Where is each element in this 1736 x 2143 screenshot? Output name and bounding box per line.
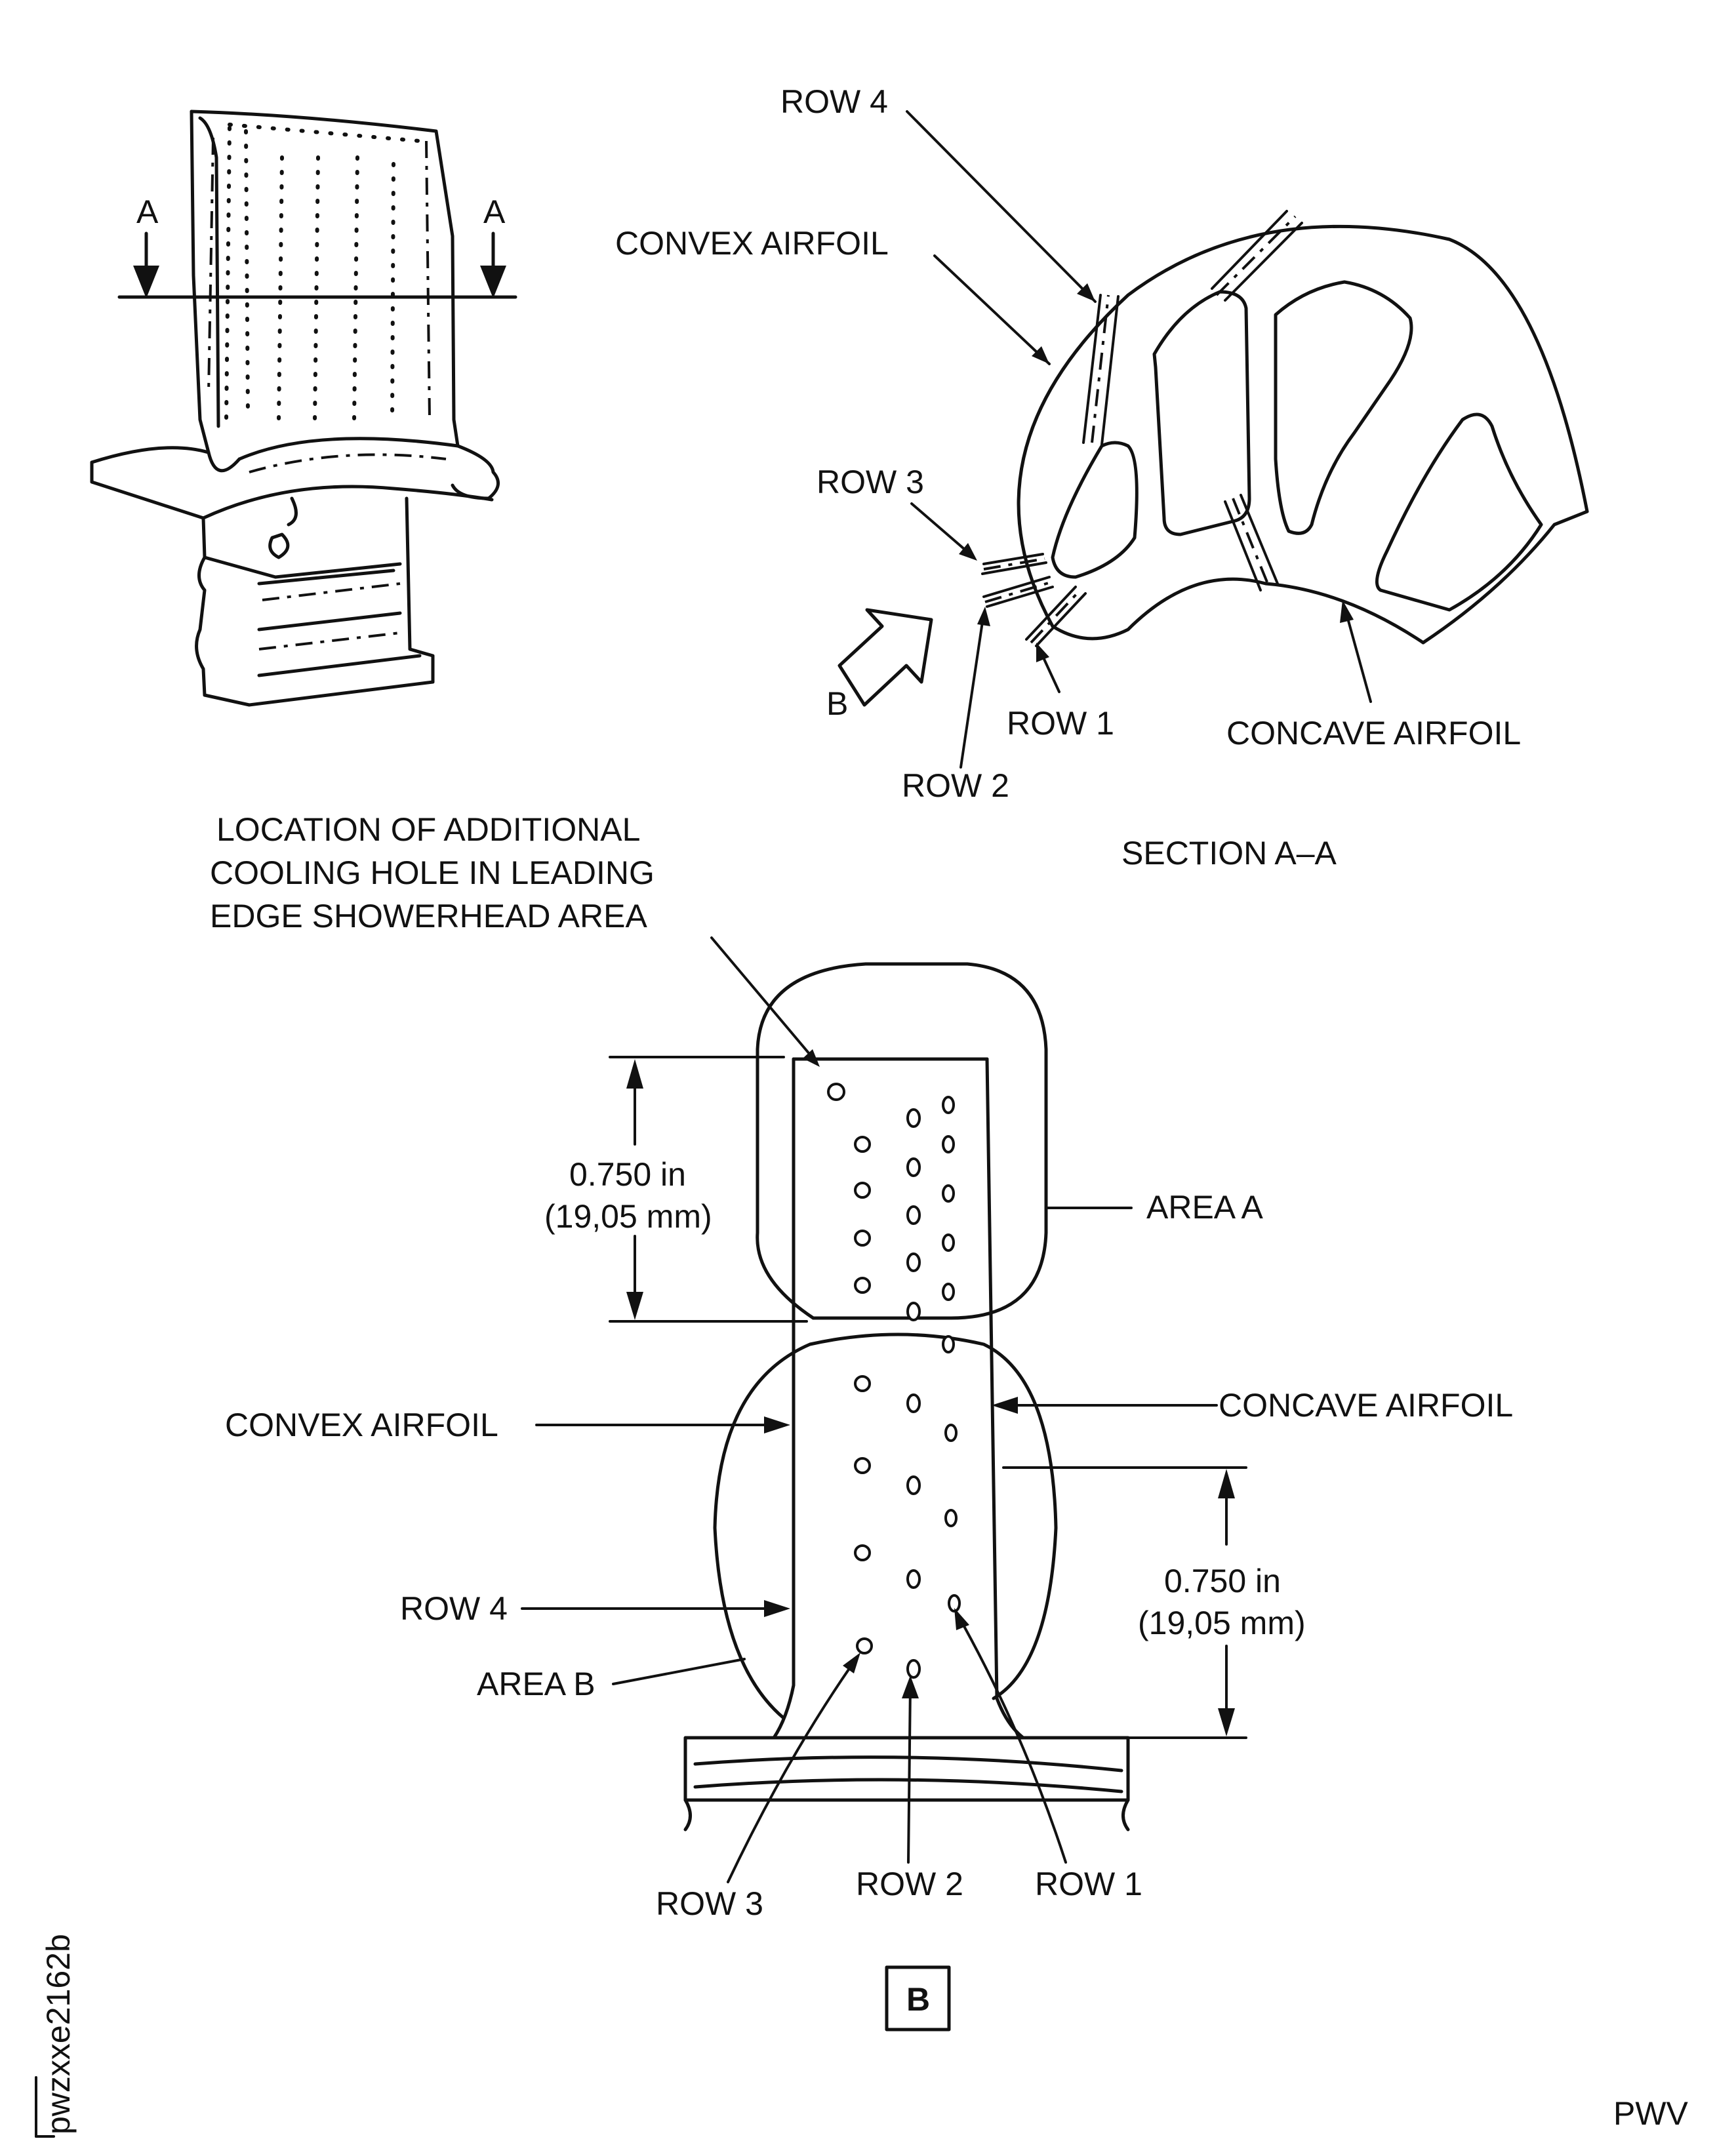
detail-view-label: B xyxy=(906,1981,930,2018)
dim-upper-mm: (19,05 mm) xyxy=(544,1198,712,1235)
callout-line-3: EDGE SHOWERHEAD AREA xyxy=(210,898,647,934)
detail-row1-label: ROW 1 xyxy=(1035,1866,1142,1902)
detail-row3-label: ROW 3 xyxy=(656,1885,763,1922)
drawing-id: pwzxxe2162b xyxy=(40,1934,77,2134)
row2-holes xyxy=(906,1108,921,1679)
section-row2-label: ROW 2 xyxy=(902,767,1009,804)
section-row1-label: ROW 1 xyxy=(1007,705,1114,742)
detail-convex-label: CONVEX AIRFOIL xyxy=(225,1407,498,1443)
row3-holes xyxy=(854,1136,873,1654)
section-caption: SECTION A–A xyxy=(1121,835,1337,871)
section-view-b-label: B xyxy=(826,685,848,722)
section-row4-label: ROW 4 xyxy=(780,83,888,120)
section-convex-label: CONVEX AIRFOIL xyxy=(615,225,889,262)
dim-lower-in: 0.750 in xyxy=(1164,1563,1281,1599)
dim-upper-in: 0.750 in xyxy=(569,1156,686,1193)
section-concave-label: CONCAVE AIRFOIL xyxy=(1226,715,1521,751)
section-row3-label: ROW 3 xyxy=(817,464,924,500)
detail-row2-label: ROW 2 xyxy=(856,1866,963,1902)
callout-line-2: COOLING HOLE IN LEADING xyxy=(210,854,655,891)
section-mark-right: A xyxy=(483,193,506,230)
section-mark-left: A xyxy=(136,193,159,230)
detail-view-b: LOCATION OF ADDITIONAL COOLING HOLE IN L… xyxy=(210,811,1513,2032)
section-a-a-view: ROW 4 CONVEX AIRFOIL ROW 3 ROW 1 ROW 2 C… xyxy=(615,83,1589,871)
detail-concave-label: CONCAVE AIRFOIL xyxy=(1219,1387,1513,1424)
row1-holes xyxy=(942,1096,961,1612)
callout-line-1: LOCATION OF ADDITIONAL xyxy=(216,811,640,848)
detail-row4-label: ROW 4 xyxy=(400,1590,508,1627)
corner-code: PWV xyxy=(1613,2095,1689,2132)
dim-lower-mm: (19,05 mm) xyxy=(1138,1605,1306,1641)
blade-isometric-view: A A xyxy=(90,110,517,707)
area-b-label: AREA B xyxy=(477,1666,595,1702)
area-a-label: AREA A xyxy=(1146,1189,1264,1226)
